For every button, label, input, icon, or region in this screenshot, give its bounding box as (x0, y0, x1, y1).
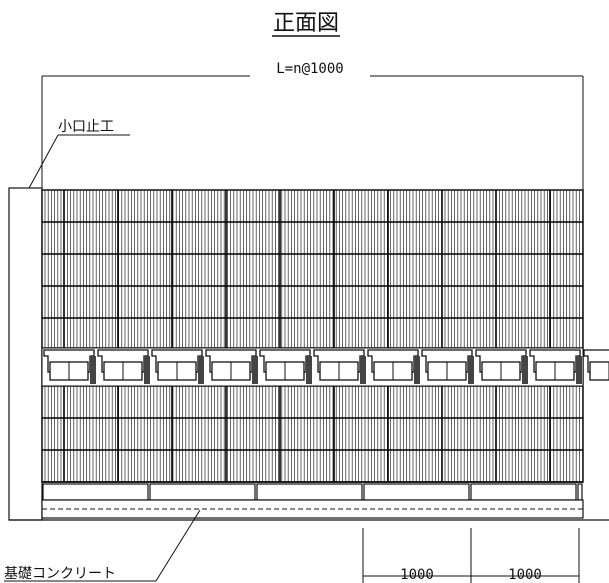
foundation-callout: 基礎コンクリート (4, 509, 201, 582)
block-wall (41, 189, 584, 483)
overall-dimension-text: L=n@1000 (276, 61, 343, 77)
foundation (9, 499, 609, 521)
overall-dimension: L=n@1000 (41, 60, 584, 190)
drawing-title: 正面図 (273, 11, 339, 36)
block-ribs (44, 190, 583, 482)
end-wall-label: 小口止工 (58, 119, 114, 135)
module-dimension-1: 1000 (400, 567, 434, 583)
module-dimensions: 1000 1000 (362, 528, 580, 583)
left-end-wall (8, 187, 43, 521)
foundation-label: 基礎コンクリート (4, 565, 116, 582)
interlock-band (41, 347, 609, 387)
bottom-cap-row (42, 483, 583, 501)
module-dimension-2: 1000 (508, 567, 542, 583)
end-wall-callout: 小口止工 (27, 119, 130, 191)
